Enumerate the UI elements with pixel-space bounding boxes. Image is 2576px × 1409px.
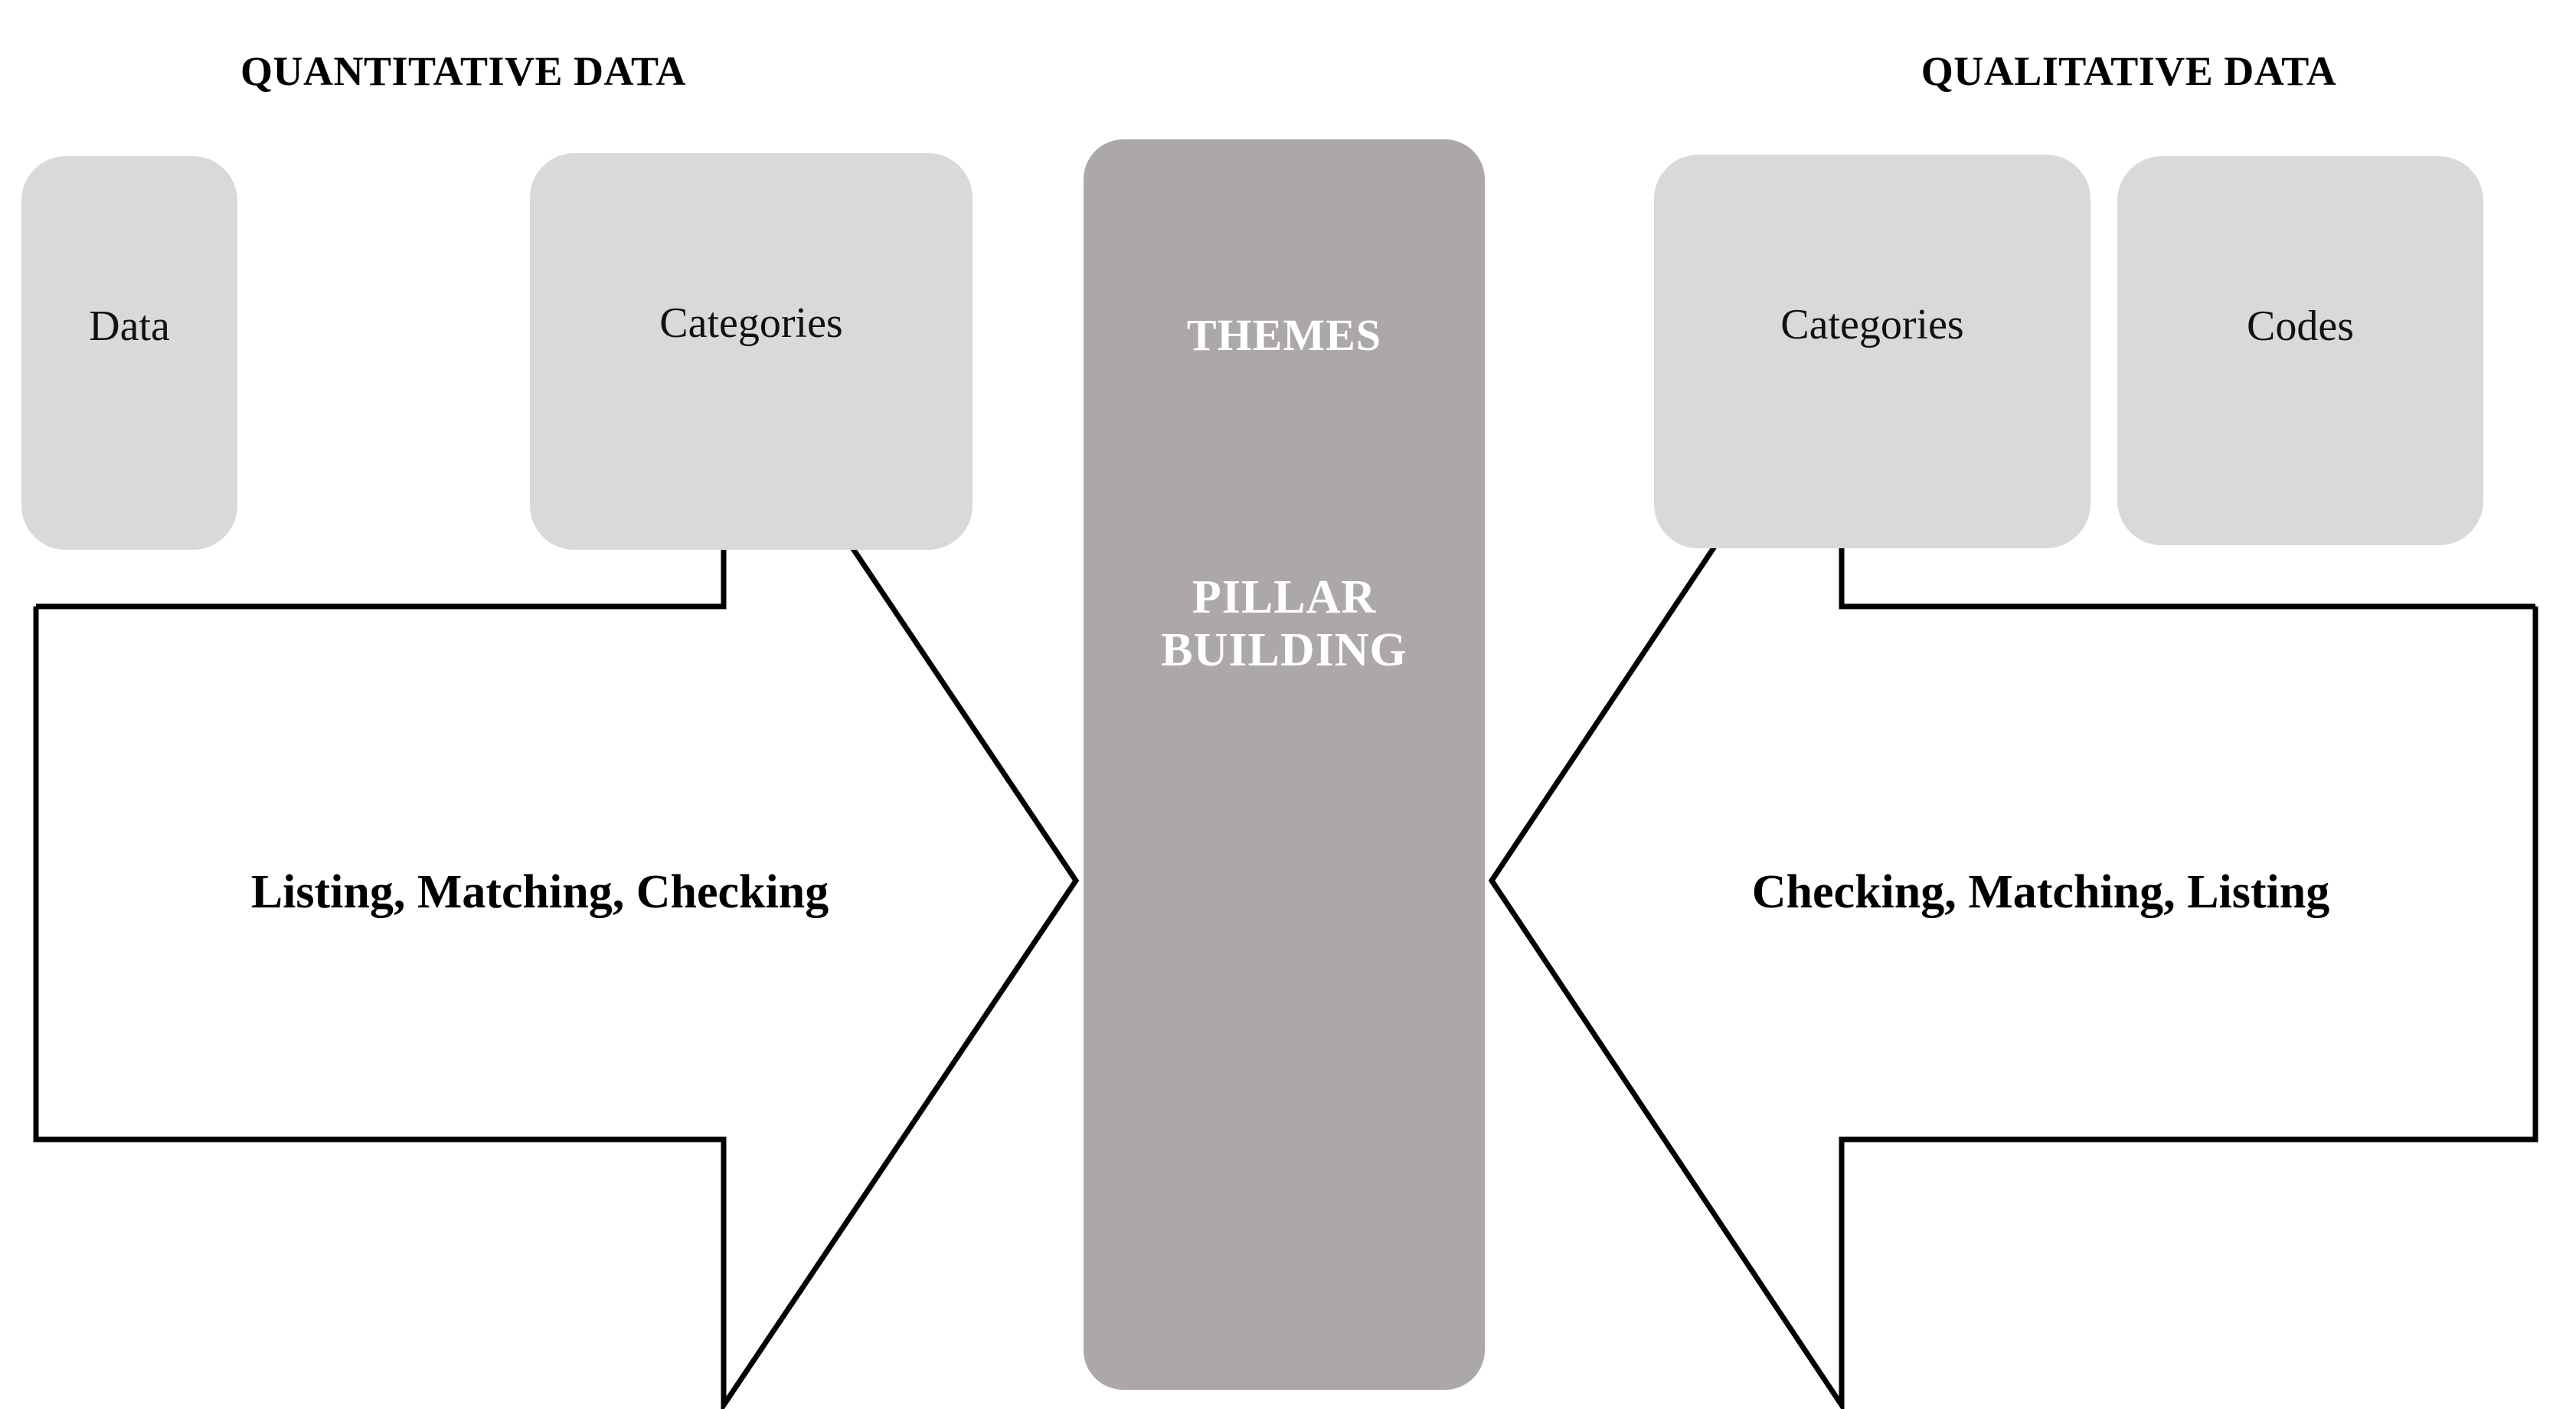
box-label: Data: [89, 302, 170, 350]
pillar-building-line2: BUILDING: [1161, 624, 1407, 677]
quantitative-data-header: QUANTITATIVE DATA: [240, 48, 687, 94]
right-arrow-outline: [1488, 347, 2538, 1409]
pillar-themes-label: THEMES: [1186, 310, 1382, 360]
left-arrow-label: Listing, Matching, Checking: [250, 866, 829, 918]
central-pillar[interactable]: THEMES PILLAR BUILDING: [1084, 139, 1485, 1390]
box-label: Categories: [1780, 301, 1964, 348]
right-arrow-label: Checking, Matching, Listing: [1751, 866, 2330, 918]
box-quantitative-categories[interactable]: Categories: [530, 153, 973, 550]
box-label: Categories: [659, 299, 843, 347]
box-qualitative-codes[interactable]: Codes: [2117, 156, 2483, 545]
left-arrow-outline: [33, 347, 1080, 1409]
pillar-building-line1: PILLAR: [1192, 571, 1377, 623]
pillar-building-label: PILLAR BUILDING: [1161, 571, 1407, 678]
box-label: Codes: [2247, 302, 2354, 350]
box-quantitative-data[interactable]: Data: [21, 156, 237, 550]
qualitative-data-header: QUALITATIVE DATA: [1921, 48, 2337, 94]
box-qualitative-categories[interactable]: Categories: [1654, 155, 2091, 548]
